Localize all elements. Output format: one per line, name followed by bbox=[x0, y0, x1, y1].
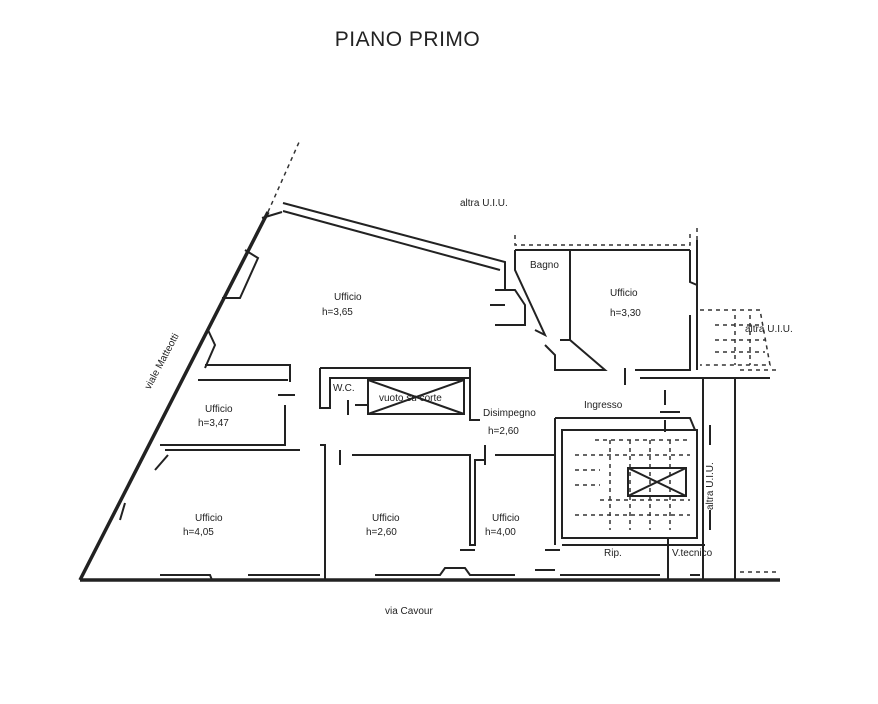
label-ufficio-small-h: h=3,47 bbox=[198, 418, 229, 429]
wall-right-outer bbox=[562, 377, 770, 580]
wall-left-interior bbox=[160, 364, 300, 451]
wall-bottom-windows bbox=[160, 567, 700, 581]
label-ufficio-bm-h: h=2,60 bbox=[366, 527, 397, 538]
label-ufficio-br-h: h=4,00 bbox=[485, 527, 516, 538]
wall-bottom-rooms bbox=[320, 444, 556, 580]
stair-well-cross bbox=[627, 467, 687, 497]
wall-left-dashed bbox=[267, 139, 301, 213]
wall-right-dashed bbox=[740, 369, 780, 573]
wall-bagno bbox=[514, 249, 690, 371]
door-marks bbox=[460, 368, 680, 551]
vuoto-cross bbox=[367, 379, 465, 415]
label-ufficio-bl-h: h=4,05 bbox=[183, 527, 214, 538]
label-ufficio-bl: Ufficio bbox=[195, 513, 223, 524]
label-vuoto: vuoto su corte bbox=[379, 393, 442, 404]
wall-left-niches bbox=[119, 211, 283, 521]
label-ufficio-main: Ufficio bbox=[334, 292, 362, 303]
staircase-steps bbox=[575, 439, 690, 530]
label-disimpegno: Disimpegno bbox=[483, 408, 536, 419]
wall-corridor-top bbox=[319, 367, 471, 409]
label-ufficio-main-h: h=3,65 bbox=[322, 307, 353, 318]
wall-chimney bbox=[490, 289, 526, 326]
wall-left-diagonal bbox=[78, 211, 270, 581]
label-vtecnico: V.tecnico bbox=[672, 548, 713, 559]
wall-stair-top bbox=[554, 417, 696, 455]
label-ingresso: Ingresso bbox=[584, 400, 623, 411]
wall-top-right-dashed bbox=[514, 228, 698, 246]
label-rip: Rip. bbox=[604, 548, 622, 559]
wall-top bbox=[282, 202, 506, 290]
label-street-left: viale Matteotti bbox=[143, 332, 182, 392]
vuoto-su-corte bbox=[367, 379, 465, 415]
label-altra-uiu-stairs: altra U.I.U. bbox=[705, 462, 716, 510]
staircase-box bbox=[561, 429, 698, 539]
wall-ufficio-right bbox=[635, 240, 698, 371]
label-altra-uiu-top: altra U.I.U. bbox=[460, 198, 508, 209]
label-bagno: Bagno bbox=[530, 260, 559, 271]
label-disimpegno-h: h=2,60 bbox=[488, 426, 519, 437]
wall-wc bbox=[347, 378, 480, 421]
label-ufficio-small: Ufficio bbox=[205, 404, 233, 415]
label-altra-uiu-right: altra U.I.U. bbox=[745, 324, 793, 335]
label-ufficio-br: Ufficio bbox=[492, 513, 520, 524]
label-ufficio-right: Ufficio bbox=[610, 288, 638, 299]
label-street-bottom: via Cavour bbox=[385, 606, 433, 617]
altra-uiu-right-box bbox=[700, 309, 771, 366]
stair-well bbox=[627, 467, 687, 497]
label-wc: W.C. bbox=[333, 383, 355, 394]
label-ufficio-right-h: h=3,30 bbox=[610, 308, 641, 319]
plan-title: PIANO PRIMO bbox=[334, 28, 481, 51]
label-ufficio-bm: Ufficio bbox=[372, 513, 400, 524]
